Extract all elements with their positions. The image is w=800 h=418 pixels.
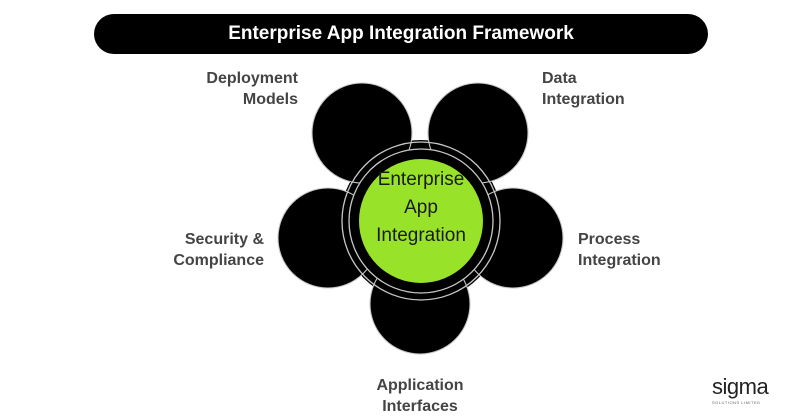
label-process-line1: Process: [578, 231, 641, 248]
hub-label-line2: App: [404, 197, 438, 218]
label-deployment-line1: Deployment: [206, 70, 298, 87]
hub-ring-outline: [341, 141, 501, 301]
label-application-line1: Application: [376, 377, 464, 394]
hub-label-line1: Enterprise: [377, 169, 465, 190]
sigma-logo: sigma SOLUTIONS LIMITED: [712, 376, 790, 412]
label-security-compliance: Security & Compliance: [142, 229, 264, 271]
hub-label: Enterprise App Integration: [346, 166, 496, 250]
hub-circle: [359, 159, 483, 283]
label-data-line1: Data: [542, 70, 577, 87]
label-deployment-line2: Models: [242, 91, 298, 108]
hub-label-line3: Integration: [376, 225, 466, 246]
label-process-line2: Integration: [578, 252, 661, 269]
label-process-integration: Process Integration: [578, 229, 688, 271]
logo-tagline: SOLUTIONS LIMITED: [712, 400, 761, 405]
label-security-line2: Compliance: [173, 252, 264, 269]
label-data-integration: Data Integration: [542, 68, 652, 110]
label-application-interfaces: Application Interfaces: [355, 375, 485, 417]
label-deployment-models: Deployment Models: [180, 68, 298, 110]
diagram-title: Enterprise App Integration Framework: [228, 23, 574, 44]
label-security-line1: Security &: [184, 231, 264, 248]
title-banner: Enterprise App Integration Framework: [94, 14, 708, 54]
label-data-line2: Integration: [542, 91, 625, 108]
logo-wordmark: sigma: [712, 374, 769, 399]
label-application-line2: Interfaces: [382, 398, 458, 415]
